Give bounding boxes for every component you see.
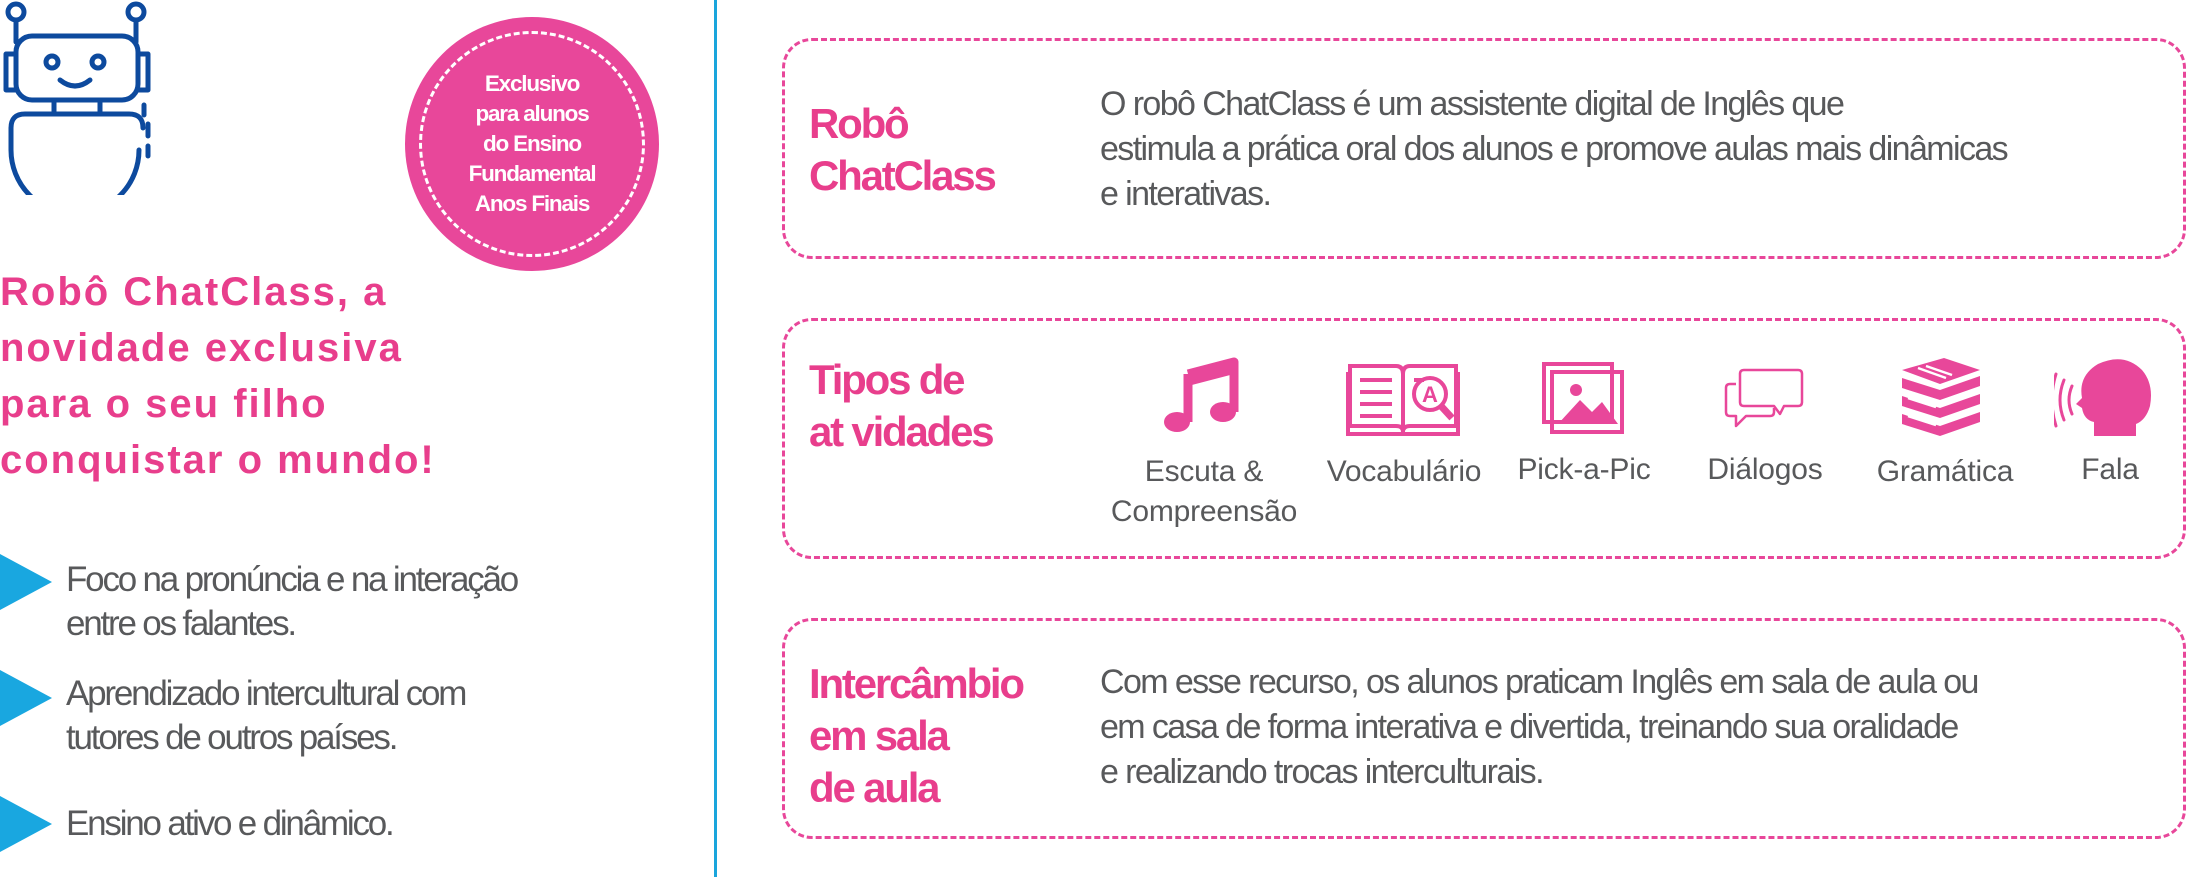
card-robo-chatclass xyxy=(782,38,2186,259)
activity-label: Pick-a-Pic xyxy=(1517,453,1651,486)
card-intercambio xyxy=(782,618,2186,839)
headline: Robô ChatClass, a novidade exclusiva par… xyxy=(0,270,436,482)
badge-ring xyxy=(419,31,645,257)
activity-label: Gramática xyxy=(1876,455,2014,488)
exclusive-badge: Exclusivo para alunos do Ensino Fundamen… xyxy=(405,17,659,271)
activity-label: Escuta & Compreensão xyxy=(1110,455,1298,528)
activity-label: Vocabulário xyxy=(1326,455,1482,488)
open-book-icon: A xyxy=(1346,364,1460,436)
robot-icon xyxy=(3,1,151,195)
activity-label: Diálogos xyxy=(1707,453,1823,486)
chat-bubbles-icon xyxy=(1724,368,1804,428)
book-stack-icon xyxy=(1902,358,1980,436)
pictures-icon xyxy=(1542,362,1624,434)
music-note-icon xyxy=(1164,357,1239,432)
card-description: O robô ChatClass é um assistente digital… xyxy=(1100,85,2009,213)
bullet-arrow-icon xyxy=(0,670,52,726)
card-title: Intercâmbio em sala de aula xyxy=(809,660,1025,811)
bullet-text: Ensino ativo e dinâmico. xyxy=(66,804,395,843)
card-description: Com esse recurso, os alunos praticam Ing… xyxy=(1100,663,1979,791)
bullet-arrow-icon xyxy=(0,796,52,852)
card-title: Tipos de at vidades xyxy=(809,356,995,455)
vertical-divider xyxy=(714,0,717,877)
badge-text: Exclusivo para alunos do Ensino Fundamen… xyxy=(468,71,597,216)
bullet-text: Aprendizado intercultural com tutores de… xyxy=(66,674,467,757)
speaking-head-icon xyxy=(2054,359,2151,436)
activity-label: Fala xyxy=(2081,453,2139,486)
svg-text:A: A xyxy=(1422,382,1438,407)
card-title: Robô ChatClass xyxy=(809,100,997,199)
bullet-text: Foco na pronúncia e na interação entre o… xyxy=(66,560,519,643)
card-tipos-atividades xyxy=(782,318,2186,559)
bullet-arrow-icon xyxy=(0,554,52,610)
